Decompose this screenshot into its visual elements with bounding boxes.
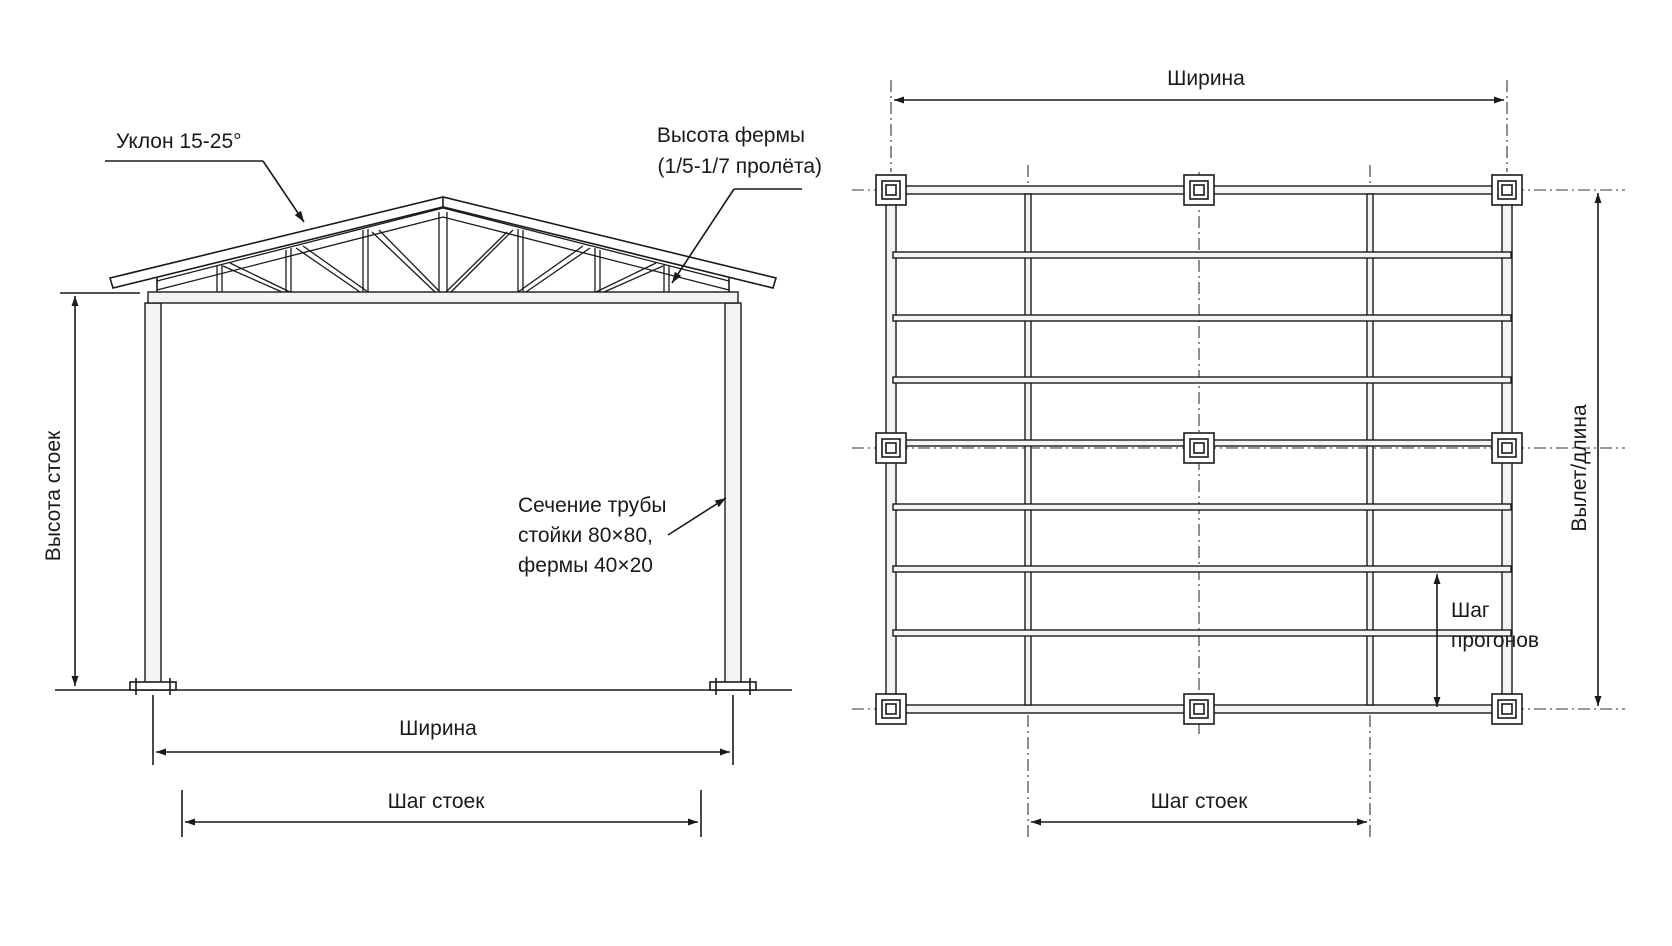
post-height-label: Высота стоек <box>42 430 65 561</box>
truss-height-ratio: (1/5-1/7 пролёта) <box>658 155 822 178</box>
plan-truss-1 <box>1024 193 1032 706</box>
plan-width-label: Ширина <box>1167 67 1245 90</box>
elevation-width-label: Ширина <box>399 717 477 740</box>
truss-web-members <box>216 212 670 293</box>
truss-height-leader <box>671 188 735 284</box>
plan-view: Ширина Вылет/длина Шаг прогонов Шаг стое… <box>852 67 1625 840</box>
section-label-line2: стойки 80×80, <box>518 524 653 547</box>
slope-leader <box>262 160 305 223</box>
truss-top-chord <box>156 207 730 291</box>
plan-post-spacing-label: Шаг стоек <box>1151 790 1249 813</box>
slope-label: Уклон 15-25° <box>116 130 242 153</box>
right-base-plate <box>709 681 757 691</box>
plan-posts <box>875 174 1523 725</box>
elevation-post-spacing-label: Шаг стоек <box>388 790 486 813</box>
right-post <box>724 302 742 686</box>
purlin-spacing-label-line2: прогонов <box>1451 629 1539 652</box>
truss-bottom-chord <box>147 291 739 304</box>
elevation-view: Уклон 15-25° Высота фермы (1/5-1/7 пролё… <box>42 124 822 837</box>
section-leader <box>667 497 727 536</box>
section-label-line1: Сечение трубы <box>518 494 667 517</box>
plan-truss-2 <box>1366 193 1374 706</box>
plan-length-label: Вылет/длина <box>1568 404 1591 532</box>
roof-sheet <box>108 196 778 289</box>
truss-height-label: Высота фермы <box>657 124 805 147</box>
left-post <box>144 302 162 686</box>
left-base-plate <box>129 681 177 691</box>
purlin-spacing-label-line1: Шаг <box>1451 599 1490 622</box>
section-label-line3: фермы 40×20 <box>518 554 653 577</box>
